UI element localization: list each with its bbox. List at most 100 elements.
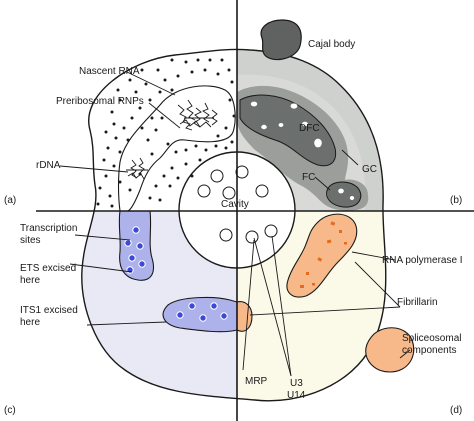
preribosomal-dot [138,106,142,110]
preribosomal-dots [96,58,236,208]
preribosomal-dot [104,174,108,178]
preribosomal-dot [230,140,234,144]
cavity-vesicles [197,165,278,244]
its1-excised-label-2: here [20,317,40,328]
preribosomal-dot [128,188,132,192]
preribosomal-dot [232,114,236,118]
preribosomal-dot [116,88,120,92]
preribosomal-dot [118,98,122,102]
preribosomal-dot [148,98,152,102]
preribosomal-dot [174,150,178,154]
preribosomal-dot [154,128,158,132]
preribosomal-dot [176,176,180,180]
preribosomal-dot [112,122,116,126]
preribosomal-dot [190,174,194,178]
preribosomal-dot [230,80,234,84]
preribosomal-dot [162,174,166,178]
spliceosomal-body [365,327,415,373]
fc-lower-region [326,181,362,208]
preribosomal-dot [156,68,160,72]
preribosomal-dot [228,98,232,102]
preribosomal-dot [170,88,174,92]
its1-excised-label-1: ITS1 excised [20,305,78,316]
preribosomal-dot [154,184,158,188]
preribosomal-dot [130,116,134,120]
cajal-body-label: Cajal body [308,39,355,50]
preribosomal-dot [118,150,122,154]
preribosomal-dot [163,78,167,82]
preribosomal-dot [134,90,138,94]
preribosomal-dot [158,90,162,94]
preribosomal-dot [214,144,218,148]
cavity-label: Cavity [221,199,249,210]
preribosomal-dot [126,138,130,142]
preribosomal-dot [96,202,100,206]
quadrant-d-label: (d) [450,405,462,416]
preribosomal-dot [150,152,154,156]
preribosomal-dot [203,68,207,72]
preribosomal-dot [208,58,212,62]
quadrant-a-label: (a) [4,195,16,206]
preribosomal-dot [140,126,144,130]
preribosomal-dot [140,68,144,72]
preribosomal-rnps-label: Preribosomal RNPs [56,96,144,107]
u3-label: U3 [290,378,303,389]
preribosomal-dot [102,158,106,162]
mrp-label: MRP [245,376,268,387]
preribosomal-dot [184,148,188,152]
rna-polymerase-label: RNA polymerase I [382,255,463,266]
preribosomal-dot [122,126,126,130]
preribosomal-dot [160,116,164,120]
preribosomal-dot [110,110,114,114]
preribosomal-dot [150,116,154,120]
preribosomal-dot [148,196,152,200]
preribosomal-dot [104,130,108,134]
preribosomal-dot [128,78,132,82]
preribosomal-dot [146,138,150,142]
nascent-rna-scribbles [126,99,218,180]
ets-excised-label-2: here [20,275,40,286]
preribosomal-dot [170,58,174,62]
quadrant-c-label: (c) [4,405,16,416]
cajal-body [260,19,302,61]
preribosomal-dot [184,162,188,166]
rna-polymerase-region [286,213,358,298]
preribosomal-dot [176,74,180,78]
preribosomal-dot [224,126,228,130]
preribosomal-dot [220,58,224,62]
preribosomal-dot [158,198,162,202]
transcription-sites-label-1: Transcription [20,223,77,234]
rdna-label: rDNA [36,160,61,171]
orange-specks [300,221,347,288]
preribosomal-dot [108,194,112,198]
dfc-region [239,94,337,167]
preribosomal-dot [114,136,118,140]
fibrillarin-label: Fibrillarin [397,297,438,308]
u14-label: U14 [287,390,306,401]
preribosomal-dot [194,144,198,148]
preribosomal-dot [224,146,228,150]
preribosomal-dot [216,72,220,76]
its1-region [162,296,238,333]
preribosomal-dot [184,60,188,64]
quadrant-b-label: (b) [450,195,462,206]
preribosomal-dot [170,166,174,170]
fc-label: FC [302,172,315,183]
preribosomal-dot [196,58,200,62]
leader-lines [59,71,411,377]
dfc-label: DFC [299,123,320,134]
preribosomal-dot [190,70,194,74]
preribosomal-dot [98,186,102,190]
preribosomal-dot [106,146,110,150]
preribosomal-dot [168,184,172,188]
preribosomal-dot [144,82,148,86]
ets-excised-label-1: ETS excised [20,263,76,274]
spliceosomal-label-1: Spliceosomal [402,333,461,344]
preribosomal-dot [198,158,202,162]
spliceosomal-label-2: components [402,345,456,356]
preribosomal-dot [110,204,114,208]
preribosomal-dot [216,134,220,138]
nascent-rna-label: Nascent RNA [79,66,140,77]
preribosomal-dot [118,180,122,184]
